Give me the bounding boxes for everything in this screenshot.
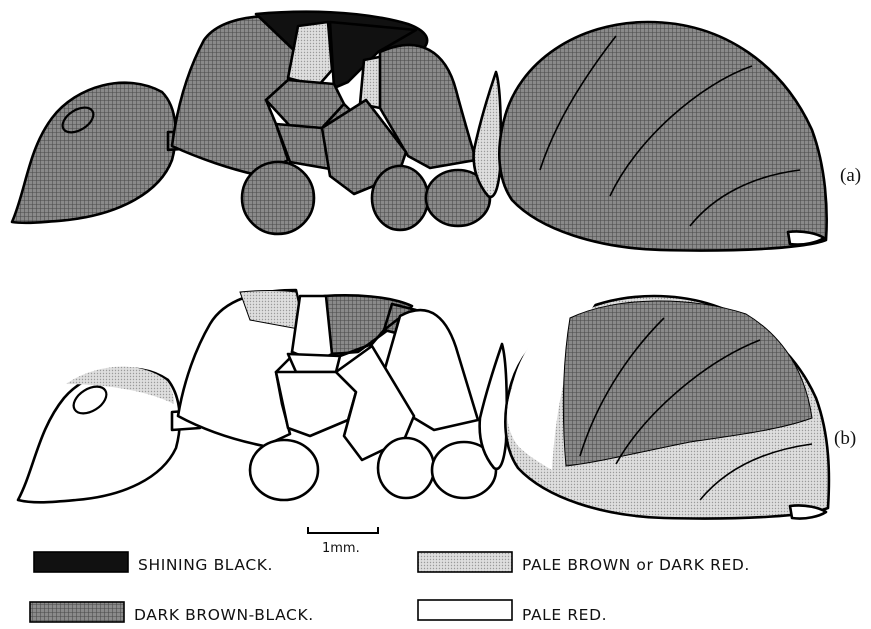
scale-bar: 1mm. — [308, 527, 378, 556]
petiole-a — [474, 72, 501, 197]
mesopleuron-upper-b — [288, 354, 340, 372]
legend-swatch-pale-brown — [418, 552, 512, 572]
coxa-front-b — [250, 440, 318, 500]
gaster-a — [499, 22, 826, 251]
scale-bar-label: 1mm. — [322, 541, 360, 556]
ant-figure-b — [18, 290, 829, 519]
coxa-mid-b — [378, 438, 434, 498]
head-a — [12, 83, 176, 223]
legend-label-pale-red: PALE RED. — [522, 606, 607, 624]
coxa-mid-a — [372, 166, 428, 230]
legend: SHINING BLACK. PALE BROWN or DARK RED. D… — [30, 552, 750, 624]
legend-label-shining-black: SHINING BLACK. — [138, 556, 273, 574]
panel-label-a: (a) — [840, 165, 861, 186]
legend-swatch-pale-red — [418, 600, 512, 620]
scutum-light-b — [292, 296, 332, 362]
coxa-front-a — [242, 162, 314, 234]
panel-label-b: (b) — [834, 428, 856, 449]
legend-swatch-shining-black — [34, 552, 128, 572]
petiole-b — [480, 344, 507, 469]
ant-figure-a — [12, 12, 827, 251]
legend-label-pale-brown: PALE BROWN or DARK RED. — [522, 556, 750, 574]
legend-swatch-dark-brown-black — [30, 602, 124, 622]
legend-label-dark-brown-black: DARK BROWN-BLACK. — [134, 606, 314, 624]
scale-bar-line — [308, 527, 378, 533]
